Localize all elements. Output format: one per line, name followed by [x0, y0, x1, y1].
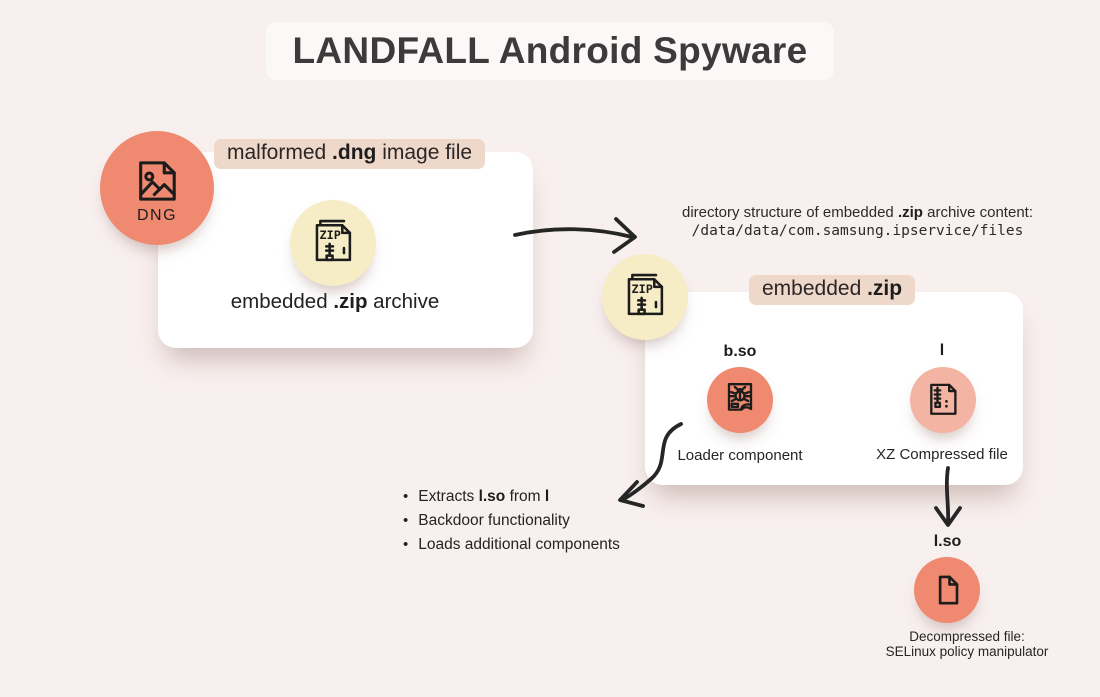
- label2-bold: .zip: [867, 277, 903, 300]
- bullet-1-bold1: l.so: [478, 488, 506, 505]
- note-line1-pre: directory structure of embedded: [681, 204, 898, 221]
- l-name: l: [939, 342, 945, 359]
- loader-caption: Loader component: [677, 447, 803, 464]
- note-line1-post: archive content:: [922, 204, 1033, 221]
- malformed-dng-label: malformed .dng image file: [214, 139, 486, 169]
- bullet-item: • Backdoor functionality: [403, 512, 620, 530]
- svg-text:ZIP: ZIP: [320, 228, 341, 242]
- label1-post: image file: [376, 141, 473, 164]
- bullet-2-text: Backdoor functionality: [418, 512, 570, 529]
- bullet-1-bold2: l: [544, 488, 550, 505]
- bullet-item: • Extracts l.so from l: [403, 488, 620, 506]
- note-path: /data/data/com.samsung.ipservice/files: [691, 223, 1024, 239]
- note-line1-bold: .zip: [897, 204, 923, 221]
- file-icon: [938, 575, 959, 605]
- dng-badge: DNG: [136, 206, 178, 224]
- label2-pre: embedded: [762, 277, 868, 300]
- embedded-zip-archive-caption: embedded .zip archive: [155, 290, 515, 314]
- xz-node: [910, 367, 976, 433]
- loader-node: [707, 367, 773, 433]
- xz-file-icon: [930, 383, 957, 415]
- bullet-item: • Loads additional components: [403, 536, 620, 554]
- card1-caption-post: archive: [367, 290, 440, 313]
- svg-text:ZIP: ZIP: [632, 282, 653, 296]
- bullet-list: • Extracts l.so from l • Backdoor function…: [403, 488, 620, 560]
- zip-archive-node-2: ZIP: [602, 254, 688, 340]
- zip-archive-node: ZIP: [290, 200, 376, 286]
- card1-caption-bold: .zip: [333, 290, 368, 313]
- decompressed-file-node: [914, 557, 980, 623]
- zip-file-icon: ZIP: [315, 219, 352, 262]
- label1-bold: .dng: [332, 141, 377, 164]
- dng-node: DNG: [100, 131, 214, 245]
- arrow-card1-to-note: [513, 217, 637, 254]
- bullet-dot: •: [403, 488, 409, 505]
- decompressed-caption-line1: Decompressed file:: [909, 629, 1025, 644]
- note-line1: directory structure of embedded .zip arc…: [645, 204, 1070, 221]
- embedded-zip-label: embedded .zip: [749, 275, 916, 305]
- bug-file-icon: [727, 383, 753, 411]
- image-file-icon: [139, 160, 176, 201]
- decompressed-caption-line2: SELinux policy manipulator: [885, 644, 1049, 659]
- bullet-1-text: Extracts l.so from l: [418, 488, 549, 506]
- bullet-1-pre: Extracts: [418, 488, 479, 505]
- title-backdrop: [266, 22, 834, 80]
- bullet-dot: •: [403, 536, 409, 553]
- decompressed-caption: Decompressed file: SELinux policy manipu…: [857, 629, 1077, 659]
- bullet-dot: •: [403, 512, 409, 529]
- note-directory-structure: directory structure of embedded .zip arc…: [645, 204, 1070, 239]
- bullet-3-text: Loads additional components: [418, 536, 620, 553]
- zip-file-icon: ZIP: [627, 273, 664, 316]
- xz-caption: XZ Compressed file: [876, 446, 1008, 463]
- l-so-name: l.so: [933, 533, 962, 550]
- b-so-name: b.so: [723, 343, 757, 360]
- page-title: LANDFALL Android Spyware: [292, 30, 808, 71]
- label1-pre: malformed: [227, 141, 333, 164]
- card1-caption-pre: embedded: [230, 290, 334, 313]
- bullet-1-mid: from: [505, 488, 545, 505]
